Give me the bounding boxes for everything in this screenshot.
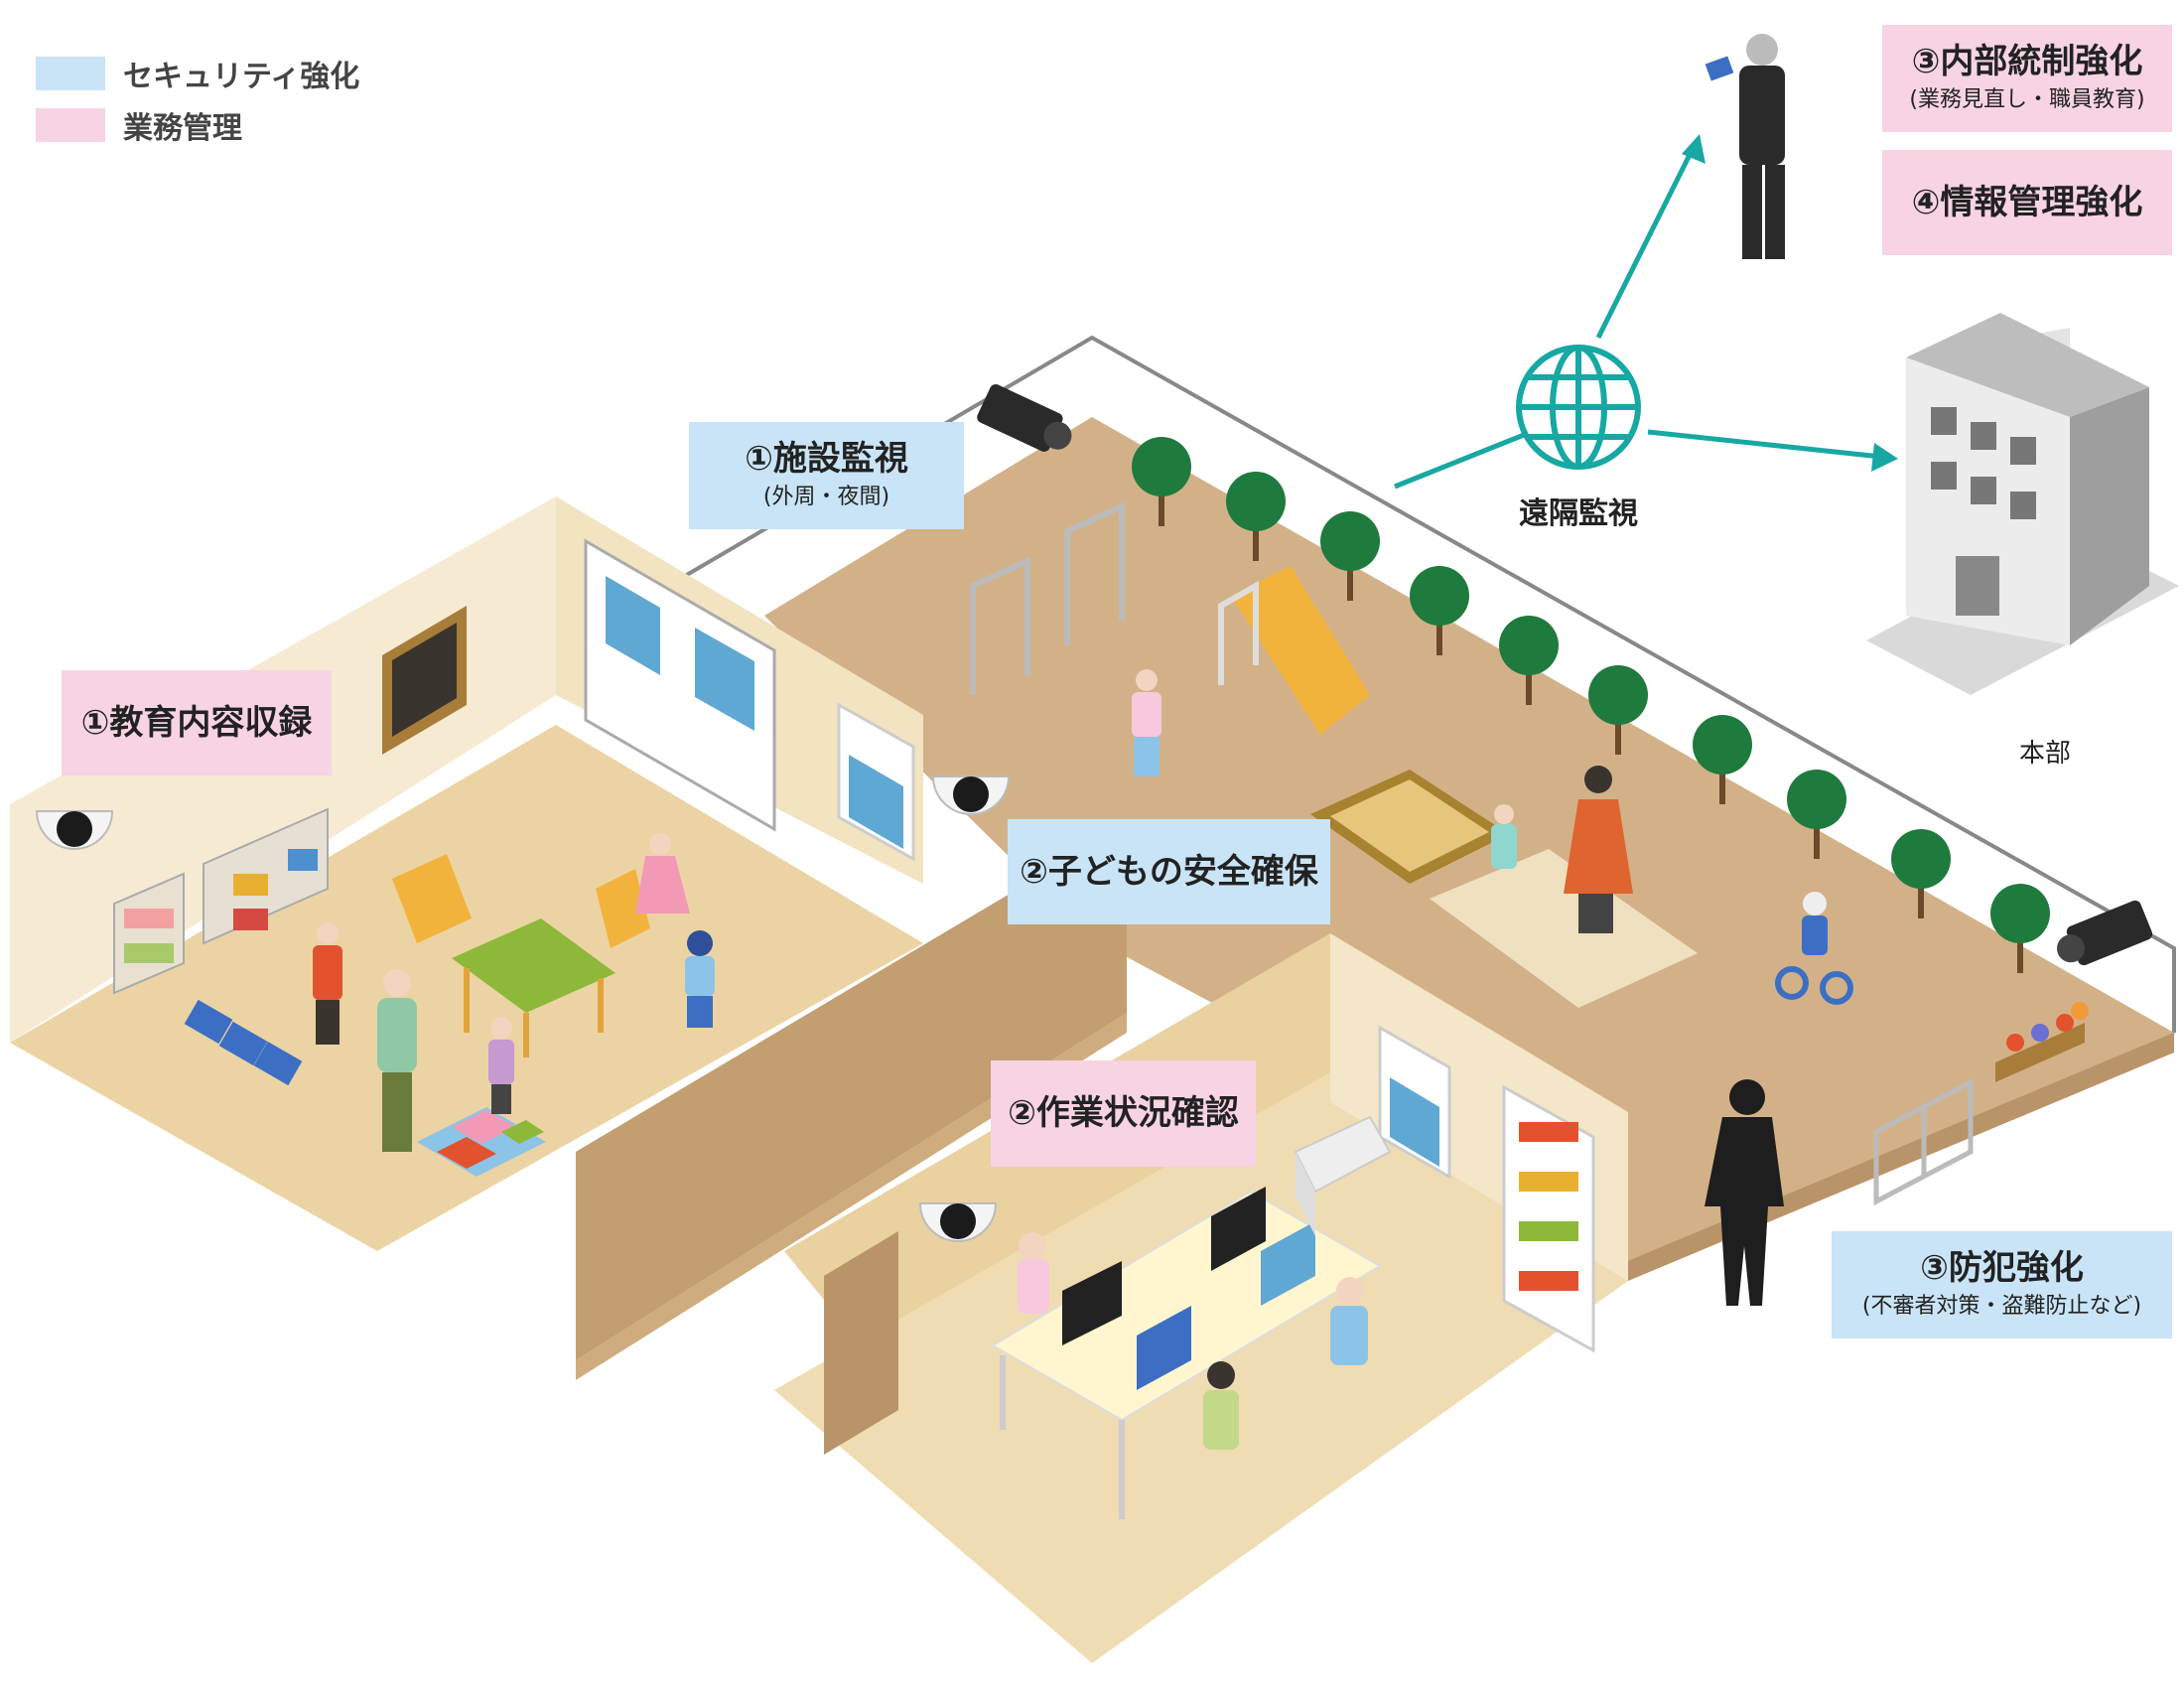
remote-monitoring-label: 遠隔監視 [1519,496,1638,531]
office-window-icon [1378,1025,1451,1180]
dome-camera [931,775,1011,815]
partition-top [576,1013,1127,1380]
legend-label-security: セキュリティ強化 [123,60,360,94]
globe-icon [1516,345,1641,470]
tree-row [1132,437,2050,973]
computer-monitor-icon [1062,1187,1315,1390]
dome-camera [35,810,114,850]
legend-swatch-security [36,57,105,90]
callout-internal-control: ③内部統制強化 (業務見直し・職員教育) [1882,25,2172,132]
teacher-figure [377,969,417,1152]
callout-work-status-title: ②作業状況確認 [1008,1093,1239,1134]
staff-figures [1018,1232,1368,1450]
dome-camera-icon [35,775,1011,1242]
callout-crime-prevention: ③防犯強化 (不審者対策・盗難防止など) [1832,1231,2172,1338]
tree-icon [1410,566,1469,655]
remote-arrows [1394,147,1882,490]
tree-icon [1588,665,1648,755]
toy-train-icon [184,999,303,1086]
tree-icon [1226,472,1286,561]
callout-facility-monitor: ①施設監視 (外周・夜間) [689,422,964,529]
toy-shelf-icon [203,807,329,945]
sandbox-icon [1310,770,1509,884]
office-door-icon [824,1231,898,1455]
callout-child-safety-title: ②子どもの安全確保 [1020,851,1318,892]
callout-facility-monitor-sub: (外周・夜間) [762,485,890,510]
wooden-deck [1430,849,1698,1008]
callout-info-management: ④情報管理強化 [1882,150,2172,255]
tree-icon [1990,884,2050,973]
callout-info-management-title: ④情報管理強化 [1911,182,2143,222]
kids-table-icon [452,918,615,1057]
callout-facility-monitor-title: ①施設監視 [745,439,908,480]
tree-icon [1320,511,1380,601]
window-icon [837,702,915,862]
tree-icon [1891,829,1951,918]
gate-icon [1873,1077,1974,1206]
swing-icon [970,501,1125,695]
callout-child-safety: ②子どもの安全確保 [1008,819,1330,924]
callout-education-record-title: ①教育内容収録 [80,702,313,743]
legend-item-business: 業務管理 [36,99,359,151]
flower-planter-icon [1995,1002,2089,1082]
callout-crime-prevention-sub: (不審者対策・盗難防止など) [1861,1294,2142,1320]
building-icon [1866,313,2179,695]
callout-internal-control-sub: (業務見直し・職員教育) [1909,87,2145,113]
callout-education-record: ①教育内容収録 [62,670,332,775]
headquarters-label: 本部 [2018,739,2071,769]
partition-wall [576,824,1127,1360]
person-tablet-icon [1705,34,1785,259]
office-bookshelf-icon [1502,1084,1595,1353]
bookshelf-icon [113,872,185,995]
legend-swatch-business [36,108,105,142]
double-door-icon [584,538,776,832]
callout-crime-prevention-title: ③防犯強化 [1920,1248,2084,1289]
child-figures [313,669,1853,1114]
tree-icon [1132,437,1191,526]
intruder-silhouette-icon [1705,1079,1784,1306]
callout-internal-control-title: ③内部統制強化 [1911,42,2143,82]
chair-icon [392,854,650,948]
tree-icon [1693,715,1752,804]
puzzle-mat-icon [417,1107,546,1177]
tree-icon [1499,616,1559,705]
bullet-camera-icon [977,383,2153,966]
dome-camera [918,1202,998,1242]
arrowheads [1682,134,1898,472]
callout-work-status: ②作業状況確認 [991,1060,1256,1167]
tree-icon [1787,770,1846,859]
legend-item-security: セキュリティ強化 [36,48,359,99]
legend: セキュリティ強化 業務管理 [36,48,359,151]
slide-icon [1218,566,1370,735]
office-cabinet-icon [1294,1115,1392,1236]
bulletin-board-icon [382,606,467,755]
legend-label-business: 業務管理 [123,111,242,146]
